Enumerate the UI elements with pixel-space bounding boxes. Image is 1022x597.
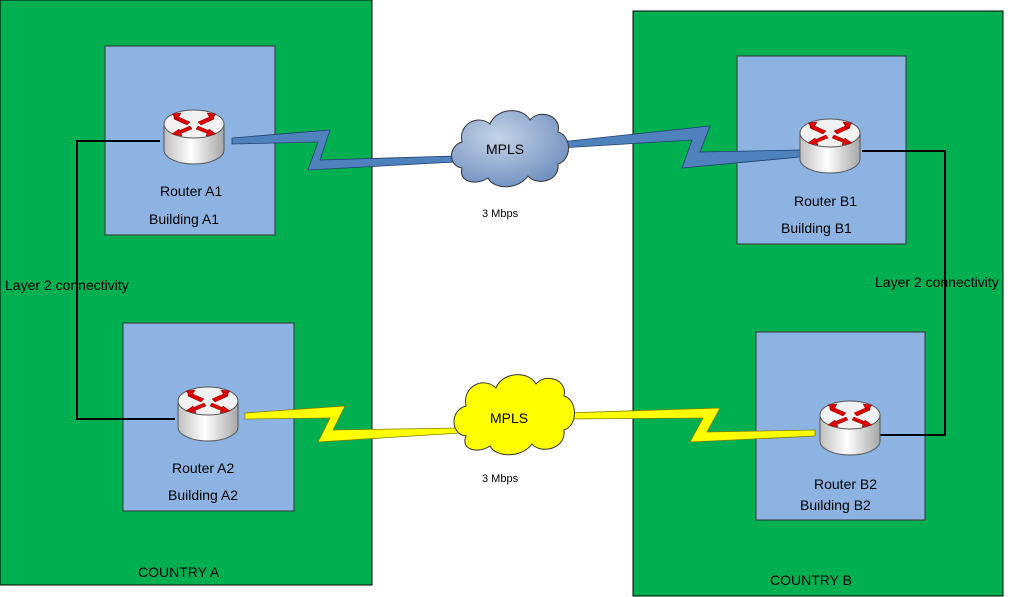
router-a1-label: Router A1 [160,183,222,199]
router-a1-icon[interactable] [163,109,225,165]
wan-link-b2 [564,407,816,443]
router-b2-label: Router B2 [814,476,877,492]
layer2-label-b: Layer 2 connectivity [875,274,999,290]
building-b2-label: Building B2 [800,497,871,513]
router-b2-icon[interactable] [819,400,881,456]
router-a2-icon[interactable] [177,386,239,442]
layer2-link-b [856,150,946,436]
building-a2-label: Building A2 [168,487,238,503]
country-a-label: COUNTRY A [138,564,220,580]
building-a1-label: Building A1 [149,211,219,227]
layer2-label-a: Layer 2 connectivity [5,277,129,293]
mpls-top-bandwidth: 3 Mbps [482,208,519,220]
mpls-cloud-bottom [453,374,575,456]
country-b-label: COUNTRY B [770,572,852,588]
layer2-link-a [76,140,175,420]
mpls-cloud-top [451,110,569,188]
building-b1-label: Building B1 [781,220,852,236]
mpls-bottom-bandwidth: 3 Mbps [482,473,519,485]
mpls-top-label: MPLS [486,141,524,157]
router-b1-label: Router B1 [794,193,857,209]
router-a2-label: Router A2 [172,460,234,476]
router-b1-icon[interactable] [799,118,861,174]
mpls-bottom-label: MPLS [490,410,528,426]
